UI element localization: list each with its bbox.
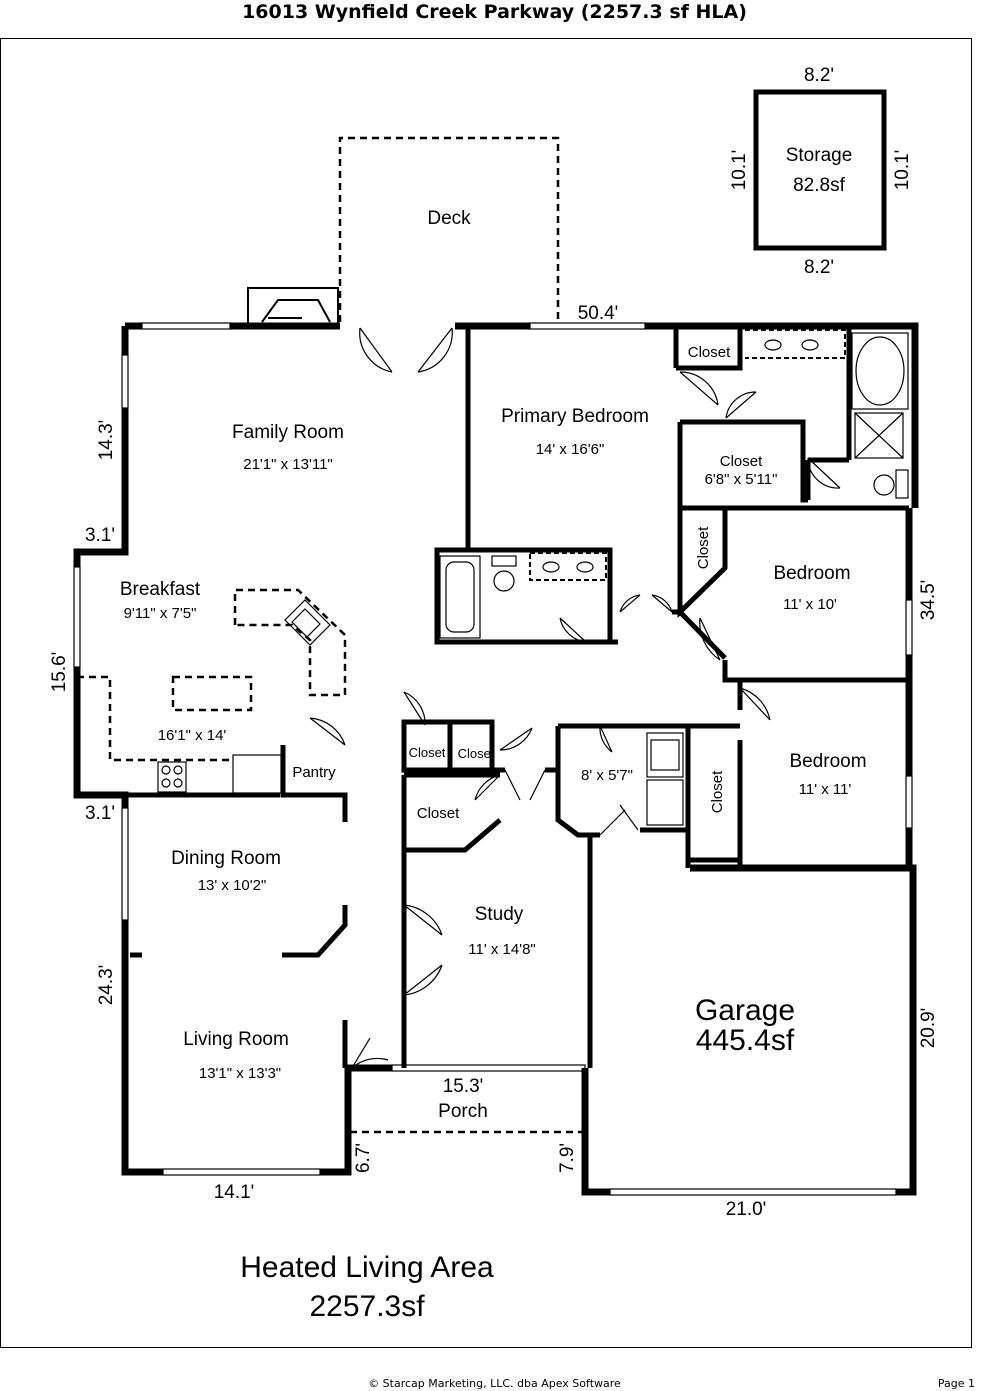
- primary-bath-fixtures: [745, 329, 909, 499]
- bedroom-1-label: Bedroom: [773, 563, 850, 584]
- storage-top-dimension: 8.2': [804, 65, 834, 86]
- closet-hall-b-label: Closet: [458, 746, 495, 761]
- lower-step-dimension: 3.1': [85, 803, 115, 824]
- living-bottom-dimension: 14.1': [214, 1182, 255, 1203]
- top-dimension: 50.4': [578, 303, 619, 324]
- doors: [309, 327, 841, 1069]
- storage-label: Storage: [786, 145, 853, 166]
- closet-walkin-label: Closet: [720, 453, 763, 470]
- plan-title: 16013 Wynfield Creek Parkway (2257.3 sf …: [242, 1, 747, 23]
- porch-left-dimension: 6.7': [353, 1143, 374, 1173]
- storage-bottom-dimension: 8.2': [804, 257, 834, 278]
- breakfast-size: 9'11" x 7'5": [124, 605, 197, 622]
- storage-left-dimension: 10.1': [729, 150, 750, 191]
- laundry-fixtures: [646, 732, 684, 826]
- footer-credit: © Starcap Marketing, LLC. dba Apex Softw…: [368, 1377, 621, 1390]
- heated-area-value: 2257.3sf: [309, 1290, 425, 1323]
- garage-bottom-dimension: 21.0': [726, 1199, 767, 1220]
- deck-outline: [338, 136, 560, 322]
- fireplace-icon: [247, 287, 339, 327]
- deck-label: Deck: [427, 208, 471, 229]
- study-label: Study: [475, 904, 524, 925]
- garage-label: Garage: [695, 994, 795, 1027]
- fridge-icon: [232, 754, 282, 794]
- dining-room-size: 13' x 10'2": [198, 877, 267, 894]
- living-left-dimension: 24.3': [96, 965, 117, 1006]
- garage-area: 445.4sf: [696, 1024, 795, 1057]
- primary-bedroom-label: Primary Bedroom: [501, 406, 649, 427]
- plan-frame: [0, 38, 972, 1348]
- closet-walkin-size: 6'8" x 5'11": [705, 471, 778, 488]
- page-number: Page 1: [937, 1377, 975, 1390]
- family-room-label: Family Room: [232, 422, 344, 443]
- interior-walls: [125, 326, 909, 1068]
- storage-right-dimension: 10.1': [892, 150, 913, 191]
- primary-bedroom-size: 14' x 16'6": [536, 441, 605, 458]
- closet-bed1-label: Closet: [695, 526, 712, 569]
- bedroom-2-label: Bedroom: [789, 751, 866, 772]
- hall-bath-fixtures: [439, 552, 607, 639]
- bedroom-2-size: 11' x 11': [799, 781, 852, 798]
- kitchen-counters: [77, 588, 347, 762]
- dining-room-label: Dining Room: [171, 848, 281, 869]
- bedroom-1-size: 11' x 10': [783, 596, 837, 613]
- windows: [73, 322, 913, 1196]
- upper-step-dimension: 3.1': [85, 525, 115, 546]
- porch-width-dimension: 15.3': [443, 1076, 484, 1097]
- breakfast-label: Breakfast: [120, 579, 201, 600]
- garage-right-dimension: 20.9': [918, 1008, 939, 1049]
- closet-study-label: Closet: [417, 805, 460, 822]
- pantry-label: Pantry: [292, 764, 336, 781]
- storage-area: 82.8sf: [793, 175, 845, 196]
- closet-hall-a-label: Closet: [409, 745, 446, 760]
- living-room-label: Living Room: [183, 1029, 289, 1050]
- closet-primary-label: Closet: [688, 344, 731, 361]
- heated-area-heading: Heated Living Area: [240, 1251, 494, 1284]
- porch-label: Porch: [438, 1101, 488, 1122]
- bedroom-right-dimension: 34.5': [918, 580, 939, 621]
- study-size: 11' x 14'8": [468, 941, 536, 958]
- kitchen-sink-icon: [284, 599, 331, 646]
- porch-right-dimension: 7.9': [557, 1143, 578, 1173]
- breakfast-left-dimension: 15.6': [49, 652, 70, 693]
- laundry-size: 8' x 5'7": [581, 767, 633, 784]
- closet-bed2-label: Closet: [709, 770, 726, 813]
- family-room-size: 21'1" x 13'11": [243, 456, 333, 473]
- living-room-size: 13'1" x 13'3": [199, 1065, 281, 1082]
- family-left-dimension: 14.3': [96, 420, 117, 461]
- kitchen-size: 16'1" x 14': [158, 727, 227, 744]
- stove-icon: [157, 761, 187, 793]
- storage-outline: [753, 89, 887, 251]
